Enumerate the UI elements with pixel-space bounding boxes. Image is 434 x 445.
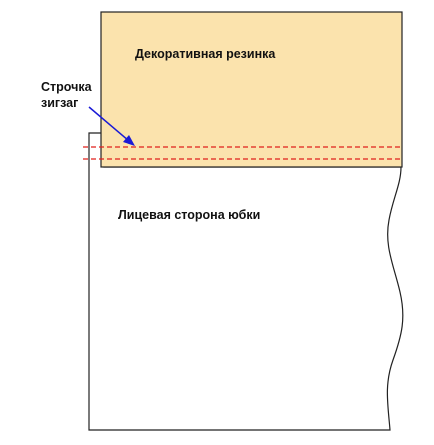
skirt-face-label: Лицевая сторона юбки [118,208,261,222]
zigzag-stitch-label-line1: Строчка [41,80,92,94]
elastic-band [100,11,403,168]
zigzag-stitch-label-line2: зигзаг [41,96,79,110]
skirt-panel [88,132,404,431]
pointer-arrow-head [123,135,135,146]
pointer-arrow-shaft [88,106,130,142]
elastic-label: Декоративная резинка [135,47,276,61]
